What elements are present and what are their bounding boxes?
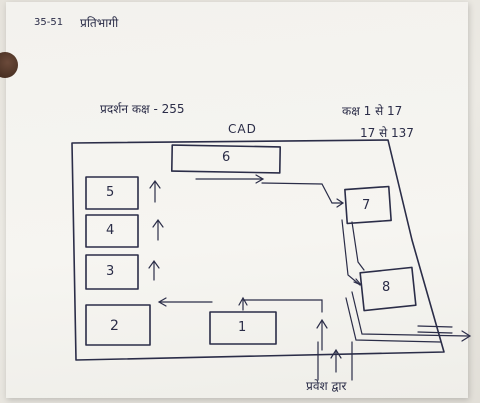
room-range-line-1: कक्ष 1 से 17 (342, 104, 403, 118)
room-box-5 (85, 176, 139, 210)
flow-7-to-8b (351, 221, 365, 271)
room-label-2: 2 (110, 318, 119, 334)
room-box-1 (209, 311, 277, 345)
arrow-right-top (195, 174, 265, 184)
room-label-1: 1 (238, 320, 247, 335)
up-arrow-5 (149, 179, 161, 203)
room-box-4 (85, 214, 139, 248)
up-arrow-3 (148, 259, 160, 281)
flow-7-to-8 (341, 219, 361, 286)
room-box-6 (170, 144, 282, 174)
room-label-5: 5 (106, 185, 115, 200)
up-arrow-4 (152, 218, 164, 241)
hall-sub-label: CAD (228, 122, 257, 136)
arrow-left-bottom (157, 297, 213, 307)
header-serial: 35-51 (34, 17, 64, 28)
outer-boundary (71, 139, 445, 361)
exit-line-2 (345, 297, 441, 343)
paper-sheet (6, 2, 468, 398)
exit-line-1 (351, 291, 469, 337)
room-label-6: 6 (222, 150, 231, 165)
room-range-line-2: 17 से 137 (360, 126, 414, 140)
entrance-arrow-2 (330, 348, 342, 373)
room-label-8: 8 (382, 280, 391, 295)
room-box-7 (344, 185, 392, 225)
room-label-4: 4 (106, 223, 115, 238)
room-box-8 (359, 266, 417, 312)
room-label-7: 7 (362, 198, 371, 213)
bracket-over-room-1 (242, 299, 323, 313)
room-box-2 (85, 304, 151, 346)
header-title: प्रतिभागी (80, 16, 119, 30)
room-label-3: 3 (106, 264, 115, 279)
entrance-label: प्रवेश द्वार (306, 379, 347, 393)
hall-label: प्रदर्शन कक्ष - 255 (100, 102, 185, 116)
entrance-arrow (316, 318, 328, 351)
finger-shadow (0, 52, 18, 78)
flow-to-room-7 (261, 182, 343, 204)
room-box-3 (85, 254, 139, 290)
entrance-lines (317, 341, 353, 381)
